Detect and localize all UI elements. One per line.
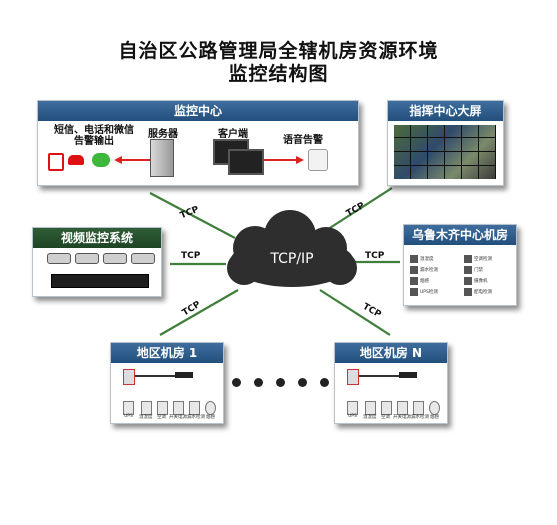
command-screen-panel: 指挥中心大屏	[387, 100, 504, 186]
link-label-video: TCP	[181, 251, 201, 261]
sensor-icon	[397, 401, 408, 415]
camera-icon	[75, 253, 99, 264]
ellipsis-dot	[276, 378, 285, 387]
ups-icon	[347, 401, 358, 415]
sensor-icon	[365, 401, 376, 415]
region-room-1-header: 地区机房 1	[111, 343, 223, 363]
urumqi-room-panel: 乌鲁木齐中心机房 温湿度 漏水检测 烟感 UPS检测 空调检测 门禁 摄像机 配…	[403, 224, 517, 306]
controller-icon	[347, 369, 359, 385]
sensor-icon	[157, 401, 168, 415]
link-line-regionN	[319, 289, 391, 336]
diagram-title-line1: 自治区公路管理局全辖机房资源环境	[118, 40, 439, 62]
sensor-icon	[205, 401, 216, 415]
camera-icon	[47, 253, 71, 264]
controller-icon	[123, 369, 135, 385]
camera-icon	[131, 253, 155, 264]
server-label: 服务器	[148, 129, 178, 140]
tcpip-cloud	[227, 210, 357, 287]
urumqi-item: 烟感	[420, 279, 429, 284]
urumqi-item: 门禁	[474, 268, 483, 273]
wechat-icon	[92, 153, 110, 167]
ellipsis-dot	[320, 378, 329, 387]
ellipsis-dot	[298, 378, 307, 387]
video-system-panel: 视频监控系统	[32, 227, 162, 297]
region-room-n-panel: 地区机房 N UPS 温湿度 空调 开关电源 漏水检测 烟感	[334, 342, 448, 424]
urumqi-device-icon	[464, 255, 472, 263]
region-room-n-header: 地区机房 N	[335, 343, 447, 363]
region-item: UPS	[348, 414, 357, 419]
server-icon	[150, 139, 174, 177]
urumqi-device-icon	[464, 277, 472, 285]
ellipsis-dot	[232, 378, 241, 387]
camera-icon	[103, 253, 127, 264]
nvr-device-icon	[51, 274, 149, 288]
urumqi-device-icon	[410, 266, 418, 274]
monitor-center-header: 监控中心	[38, 101, 358, 121]
region-item: 温湿度	[363, 415, 377, 420]
sensor-icon	[413, 401, 424, 415]
video-wall-icon	[394, 125, 496, 179]
cloud-label: TCP/IP	[270, 251, 314, 267]
sensor-icon	[189, 401, 200, 415]
diagram-title-line2: 监控结构图	[228, 63, 329, 85]
bus-line	[359, 375, 399, 377]
phone-icon	[68, 155, 84, 165]
region-item: 开关电源	[169, 415, 187, 420]
region-item: UPS	[124, 414, 133, 419]
urumqi-item: 空调检测	[474, 257, 492, 262]
region-item: 开关电源	[393, 415, 411, 420]
urumqi-device-icon	[464, 288, 472, 296]
region-item: 烟感	[206, 415, 215, 420]
ellipsis-dot	[254, 378, 263, 387]
bus-line	[135, 375, 175, 377]
client-label: 客户端	[218, 129, 248, 140]
sensor-icon	[173, 401, 184, 415]
region-item: 温湿度	[139, 415, 153, 420]
microphone-icon	[308, 149, 328, 171]
link-label-urumqi: TCP	[365, 251, 385, 261]
region-item: 空调	[157, 415, 166, 420]
sensor-icon	[141, 401, 152, 415]
urumqi-device-icon	[410, 288, 418, 296]
region-item: 漏水检测	[411, 415, 429, 420]
sms-icon	[48, 153, 64, 171]
monitor-center-panel: 监控中心 短信、电话和微信 告警输出 服务器 客户端 语音告警	[37, 100, 359, 186]
urumqi-device-icon	[410, 277, 418, 285]
urumqi-room-header: 乌鲁木齐中心机房	[404, 225, 516, 245]
link-line-monitor	[149, 192, 236, 239]
region-item: 漏水检测	[187, 415, 205, 420]
urumqi-item: 温湿度	[420, 257, 434, 262]
urumqi-item: 摄像机	[474, 279, 488, 284]
link-line-region1	[159, 289, 239, 336]
client-monitor-icon-2	[228, 149, 264, 175]
link-line-screen	[321, 187, 393, 234]
urumqi-device-icon	[464, 266, 472, 274]
ups-icon	[123, 401, 134, 415]
switch-icon	[175, 372, 193, 378]
urumqi-item: 配电检测	[474, 290, 492, 295]
video-system-header: 视频监控系统	[33, 228, 161, 248]
region-room-1-panel: 地区机房 1 UPS 温湿度 空调 开关电源 漏水检测 烟感	[110, 342, 224, 424]
urumqi-device-icon	[410, 255, 418, 263]
urumqi-item: UPS检测	[420, 290, 438, 295]
alert-output-label: 短信、电话和微信 告警输出	[54, 125, 134, 147]
voice-alert-label: 语音告警	[283, 135, 323, 146]
voice-arrow-icon	[264, 156, 304, 164]
command-screen-header: 指挥中心大屏	[388, 101, 503, 121]
switch-icon	[399, 372, 417, 378]
sensor-icon	[429, 401, 440, 415]
urumqi-item: 漏水检测	[420, 268, 438, 273]
region-item: 空调	[381, 415, 390, 420]
region-item: 烟感	[430, 415, 439, 420]
sensor-icon	[381, 401, 392, 415]
